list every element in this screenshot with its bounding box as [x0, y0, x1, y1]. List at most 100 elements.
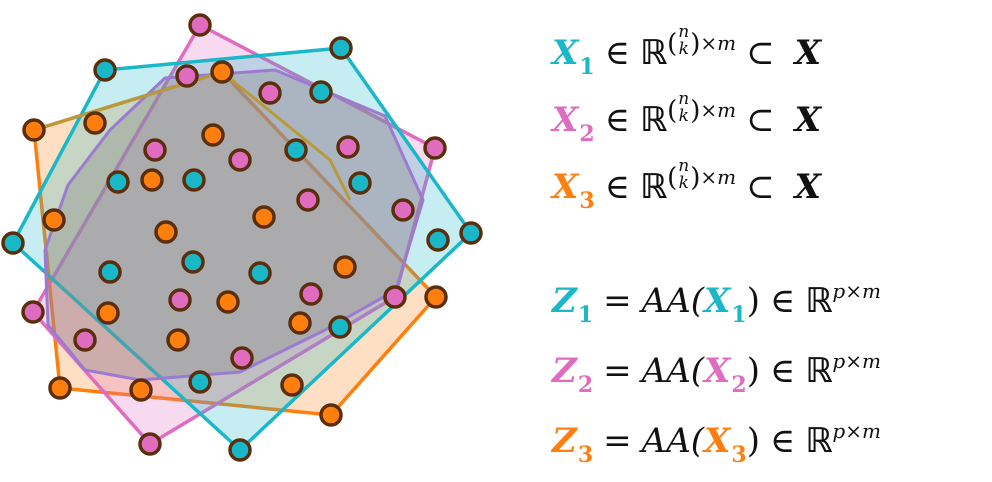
point-cyan [328, 315, 352, 339]
point-cyan [188, 370, 212, 394]
point-orange [83, 111, 107, 135]
point-pink [336, 135, 360, 159]
point-cyan [348, 171, 372, 195]
point-orange [48, 376, 72, 400]
var-x3: X3 [552, 167, 595, 214]
point-orange [201, 123, 225, 147]
point-cyan [284, 138, 308, 162]
elem-of: ∈ [604, 100, 630, 140]
point-cyan [182, 168, 206, 192]
close-paren: ) [746, 351, 760, 391]
convex-hulls-diagram [1, 13, 483, 462]
point-pink [391, 198, 415, 222]
point-pink [175, 64, 199, 88]
dim-sup: ×m [700, 98, 737, 122]
point-pink [188, 13, 212, 37]
real-set: ℝ [805, 281, 833, 321]
point-pink [143, 138, 167, 162]
var-z1: Z1 [552, 281, 594, 328]
equals: = [603, 421, 632, 461]
aa-function: AA( [641, 421, 705, 461]
elem-of: ∈ [769, 351, 796, 391]
point-orange [280, 373, 304, 397]
arg-x2: X2 [704, 351, 747, 398]
point-pink [423, 136, 447, 160]
point-cyan [329, 36, 353, 60]
point-orange [252, 205, 276, 229]
hull-edge-olive [33, 70, 352, 201]
point-pink [228, 148, 252, 172]
subset: ⊂ [746, 33, 775, 73]
point-pink [299, 282, 323, 306]
var-x2: X2 [552, 100, 595, 147]
dim-sup: p×m [832, 279, 881, 303]
point-orange [333, 255, 357, 279]
set-x: X [794, 33, 822, 73]
orange-points [22, 60, 448, 427]
point-cyan [228, 438, 252, 462]
subset: ⊂ [746, 167, 775, 207]
point-pink [138, 432, 162, 456]
point-orange [42, 208, 66, 232]
var-z3: Z3 [552, 421, 594, 468]
elem-of: ∈ [604, 167, 630, 207]
point-cyan [98, 260, 122, 284]
point-pink [258, 81, 282, 105]
point-cyan [309, 80, 333, 104]
point-orange [22, 118, 46, 142]
point-pink [296, 188, 320, 212]
point-cyan [181, 250, 205, 274]
aa-function: AA( [641, 281, 705, 321]
point-pink [230, 346, 254, 370]
point-pink [21, 300, 45, 324]
point-orange [319, 403, 343, 427]
equation-z3: Z3=AA(X3)∈ℝp×m [552, 416, 881, 468]
var-z2: Z2 [552, 351, 594, 398]
equals: = [603, 351, 632, 391]
point-orange [424, 285, 448, 309]
aa-function: AA( [641, 351, 705, 391]
point-cyan [93, 58, 117, 82]
subset: ⊂ [746, 100, 775, 140]
point-cyan [106, 170, 130, 194]
point-pink [73, 328, 97, 352]
point-orange [210, 60, 234, 84]
point-cyan [459, 221, 483, 245]
cyan-points [1, 36, 483, 462]
pink-points [21, 13, 447, 456]
equals: = [603, 281, 632, 321]
close-paren: ) [746, 421, 760, 461]
dim-sup: p×m [832, 349, 881, 373]
equation-z2: Z2=AA(X2)∈ℝp×m [552, 346, 881, 398]
equation-z1: Z1=AA(X1)∈ℝp×m [552, 276, 881, 328]
point-orange [129, 378, 153, 402]
point-orange [140, 168, 164, 192]
arg-x3: X3 [704, 421, 747, 468]
dim-sup: p×m [832, 419, 881, 443]
close-paren: ) [746, 281, 760, 321]
real-set: ℝ [639, 167, 668, 207]
point-cyan [1, 231, 25, 255]
var-x1: X1 [552, 33, 595, 80]
real-set: ℝ [805, 351, 833, 391]
dim-sup: ×m [700, 165, 737, 189]
elem-of: ∈ [769, 421, 796, 461]
set-x: X [794, 100, 822, 140]
real-set: ℝ [639, 100, 668, 140]
point-cyan [248, 261, 272, 285]
real-set: ℝ [639, 33, 668, 73]
point-orange [96, 301, 120, 325]
elem-of: ∈ [604, 33, 630, 73]
point-pink [168, 288, 192, 312]
point-orange [166, 328, 190, 352]
dim-sup: ×m [700, 31, 737, 55]
point-pink [383, 285, 407, 309]
point-cyan [426, 228, 450, 252]
point-orange [288, 311, 312, 335]
